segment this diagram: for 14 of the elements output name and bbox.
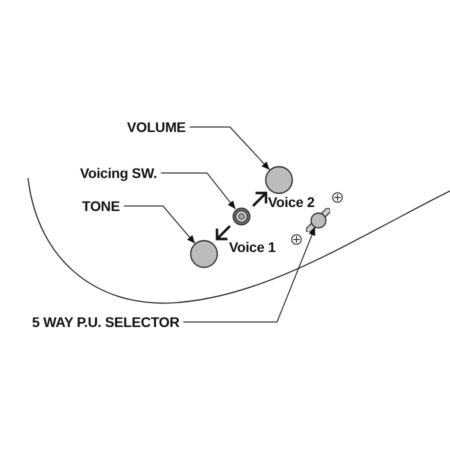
mini-toggle-switch [232, 206, 250, 226]
leader-line [189, 126, 270, 170]
leader-line [160, 172, 236, 210]
selector-switch [310, 212, 326, 228]
control-label: TONE [82, 198, 120, 214]
position-label: Voice 2 [268, 194, 315, 210]
control-label: VOLUME [127, 119, 186, 135]
control-label: 5 WAY P.U. SELECTOR [32, 314, 180, 330]
control-knob [264, 165, 294, 195]
leader-line [123, 206, 196, 244]
leader-line [182, 226, 316, 322]
control-knob [189, 239, 219, 269]
control-label: Voicing SW. [80, 165, 157, 181]
position-label: Voice 1 [229, 239, 276, 255]
